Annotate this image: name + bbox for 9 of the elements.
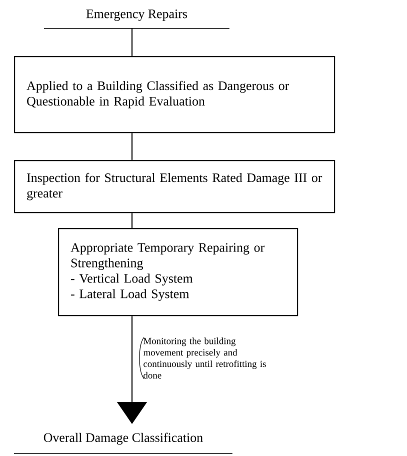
heading: Emergency Repairs <box>44 10 230 29</box>
process-box: Inspection for Structural Elements Rated Damage III or greater <box>14 160 336 214</box>
process-box: Applied to a Building Classified as Dangerous or Questionable in Rapid Evaluation <box>14 56 336 134</box>
heading: Overall Damage Classification <box>14 432 233 454</box>
connector <box>131 213 133 228</box>
connector <box>131 133 133 160</box>
process-box: Appropriate Temporary Repairing or Strengthening - Vertical Load System - Lateral Load System <box>58 228 298 316</box>
edge-label: Monitoring the building movement precisely and continuously until retrofitting is done <box>143 338 266 379</box>
connector <box>131 28 133 56</box>
